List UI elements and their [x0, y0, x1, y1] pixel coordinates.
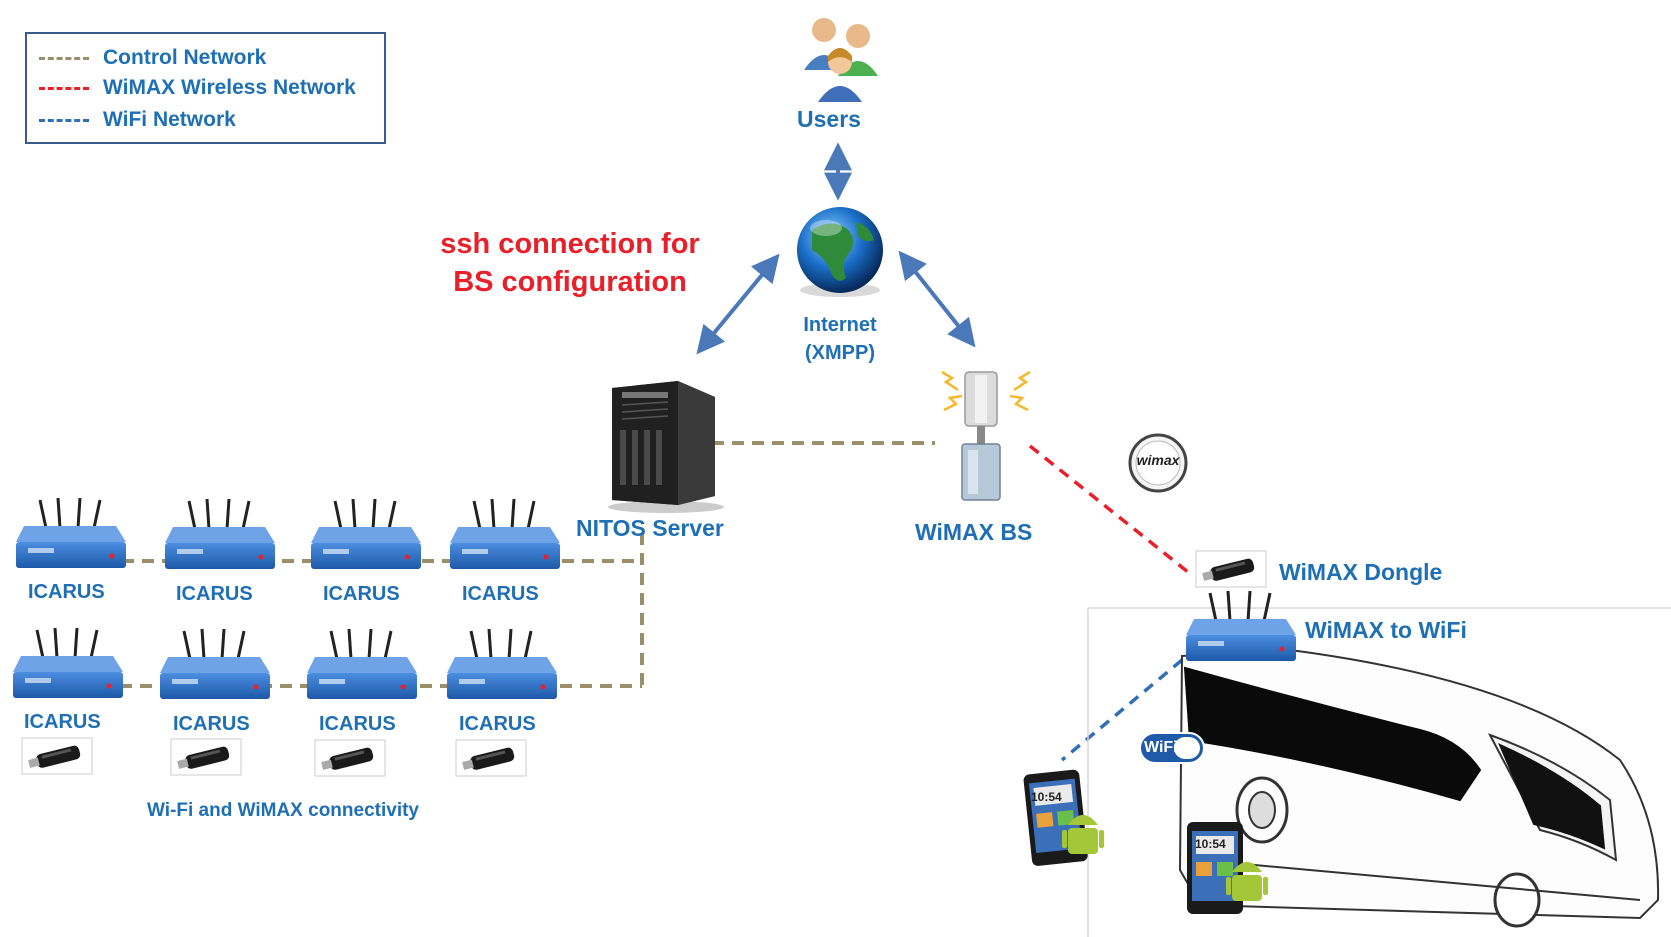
ssh-annotation-line1: ssh connection for [440, 228, 700, 260]
legend-swatch [39, 56, 89, 60]
router-icon [450, 498, 560, 569]
icarus-label: ICARUS [459, 713, 536, 735]
android-icon [1062, 815, 1268, 901]
legend-label: WiFi Network [103, 108, 236, 131]
dongle-group [21, 550, 1267, 777]
router-icon [447, 628, 557, 699]
users-icon [804, 18, 878, 102]
globe-icon [797, 207, 883, 297]
wifi-logo-icon [1139, 732, 1205, 764]
nitos-server-label: NITOS Server [576, 515, 724, 541]
usb-dongle-icon [1195, 550, 1267, 588]
legend-label: WiMAX Wireless Network [103, 76, 356, 99]
wimax-logo-icon [1128, 433, 1188, 493]
wimax-wireless-link [1028, 444, 1195, 578]
phone-clock: 10:54 [1031, 790, 1062, 804]
internet-bs-arrow [898, 250, 976, 348]
wimax-bs-label: WiMAX BS [915, 519, 1033, 545]
legend-swatch [39, 118, 89, 122]
icarus-label: ICARUS [323, 583, 400, 605]
wimax-dongle-label: WiMAX Dongle [1279, 559, 1443, 585]
router-icon [311, 498, 421, 569]
server-icon [608, 381, 724, 513]
legend-label: Control Network [103, 46, 267, 69]
icarus-label: ICARUS [319, 713, 396, 735]
legend-swatch [39, 86, 89, 90]
phone-clock: 10:54 [1195, 837, 1226, 851]
router-icon [13, 627, 123, 698]
internet-protocol-label: (XMPP) [805, 342, 875, 364]
legend: Control Network WiMAX Wireless Network W… [25, 32, 386, 144]
icarus-label: ICARUS [28, 581, 105, 603]
internet-label: Internet [803, 314, 877, 336]
router-icon [16, 497, 126, 568]
legend-item-wimax-network: WiMAX Wireless Network [39, 76, 356, 100]
legend-item-control-network: Control Network [39, 46, 266, 70]
router-icon [160, 628, 270, 699]
base-station-icon [941, 370, 1031, 501]
icarus-label: ICARUS [173, 713, 250, 735]
ssh-annotation-line2: BS configuration [453, 266, 687, 298]
icarus-label: ICARUS [462, 583, 539, 605]
icarus-label: ICARUS [176, 583, 253, 605]
legend-item-wifi-network: WiFi Network [39, 108, 236, 132]
usb-dongle-icon [21, 737, 93, 775]
usb-dongle-icon [314, 739, 386, 777]
icarus-label: ICARUS [24, 711, 101, 733]
bus-icon [1087, 607, 1671, 937]
wimax-to-wifi-label: WiMAX to WiFi [1305, 617, 1467, 643]
connectivity-caption: Wi-Fi and WiMAX connectivity [147, 800, 420, 821]
router-icon [307, 628, 417, 699]
wimax-badge-text: wimax [1136, 452, 1180, 468]
wifi-badge-text: WiFi [1144, 739, 1178, 756]
internet-server-arrow [696, 253, 780, 355]
usb-dongle-icon [455, 739, 527, 777]
users-label: Users [797, 106, 861, 132]
router-group [13, 497, 1296, 699]
router-icon [1186, 590, 1296, 661]
usb-dongle-icon [170, 738, 242, 776]
router-icon [165, 498, 275, 569]
